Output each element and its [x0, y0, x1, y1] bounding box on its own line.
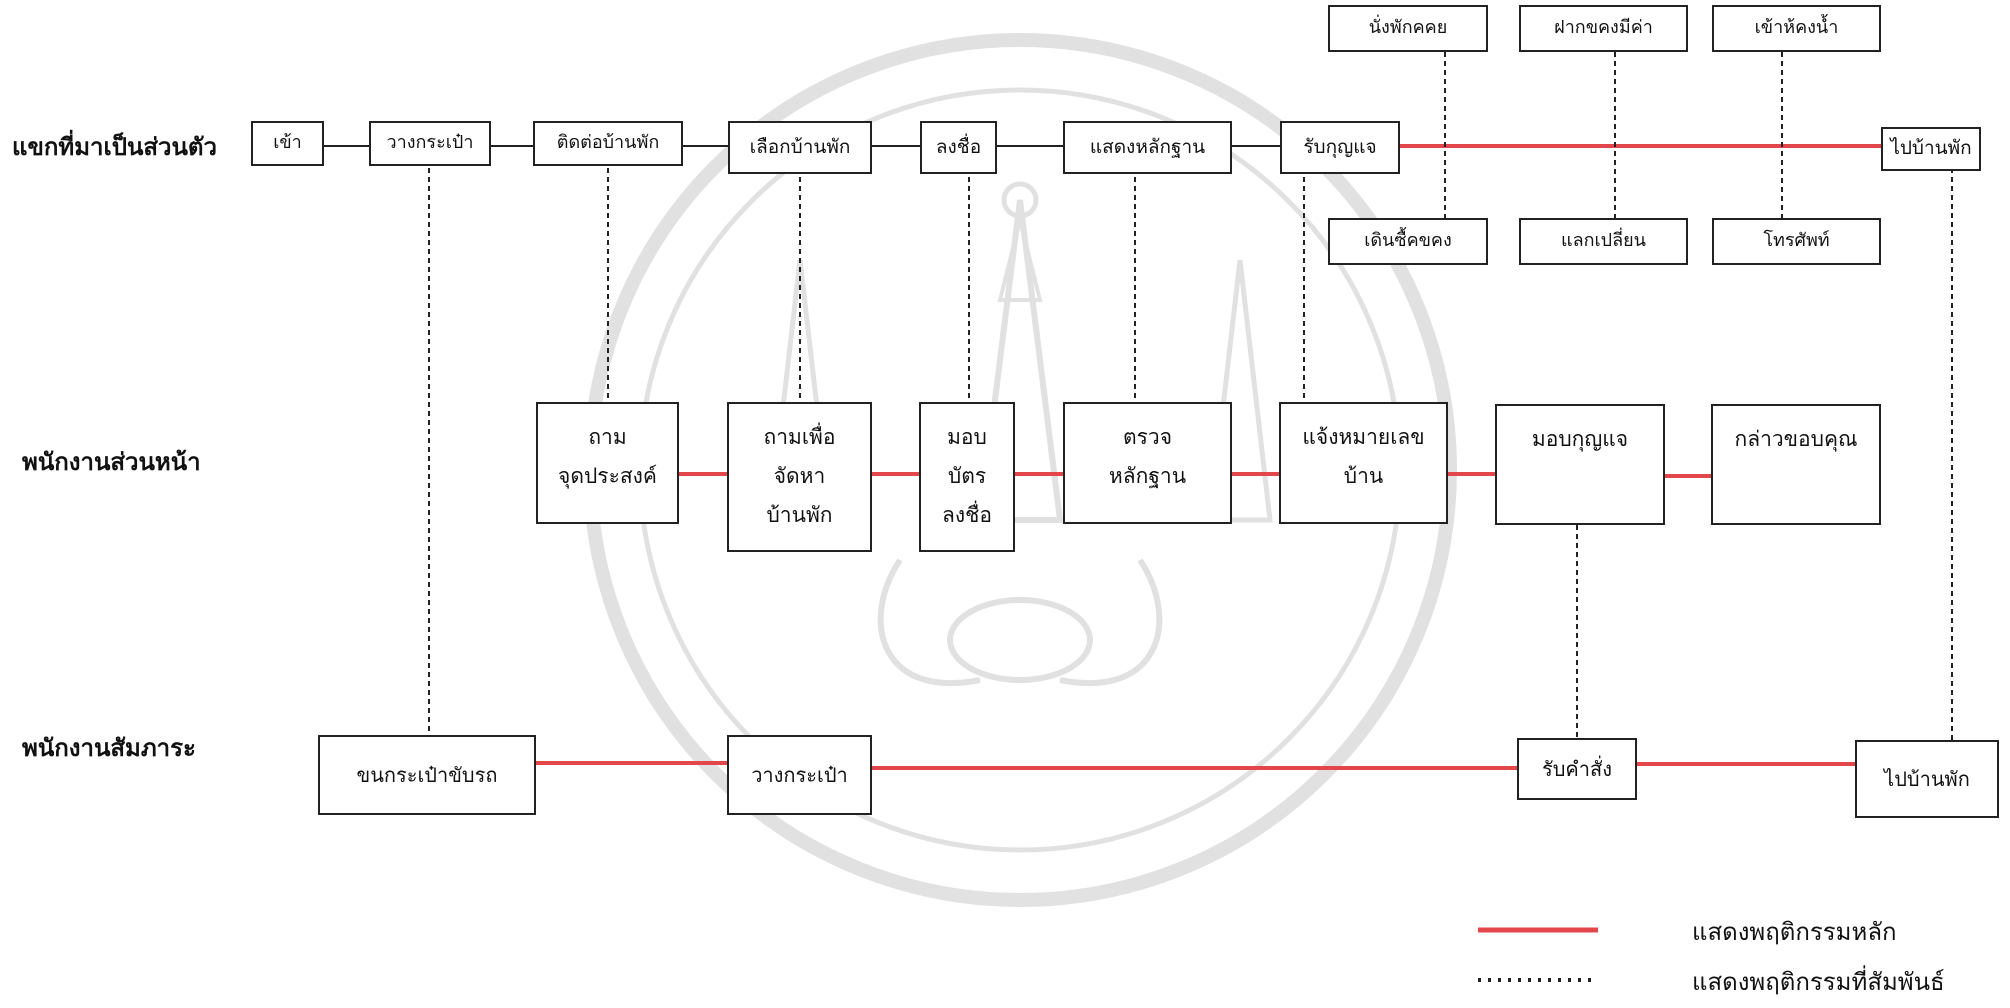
front-step-notify-line1: แจ้งหมายเลข: [1302, 425, 1425, 449]
bell-step-place-bag: วางกระเป๋า: [727, 735, 872, 815]
front-step-card-line1: มอบ: [947, 425, 987, 449]
front-step-ask-purpose: ถาม จุดประสงค์: [536, 402, 679, 524]
lane-label-guest: แขกที่มาเป็นส่วนตัว: [12, 133, 217, 161]
lane-label-bellhop: พนักงานสัมภาระ: [22, 734, 196, 762]
legend-related-label: แสดงพฤติกรรมที่สัมพันธ์: [1692, 968, 1945, 996]
front-step-give-key: มอบกุญแจ: [1495, 404, 1665, 525]
bell-step-receive-order: รับคำสั่ง: [1517, 738, 1637, 800]
front-step-thanks-line1: กล่าวขอบคุณ: [1734, 427, 1858, 451]
guest-option-phone: โทรศัพท์: [1712, 218, 1881, 265]
front-step-arrange-line1: ถามเพื่อ: [763, 425, 836, 449]
front-step-notify-line2: บ้าน: [1343, 463, 1384, 488]
front-step-ask-line2: จุดประสงค์: [558, 463, 657, 488]
front-step-check-line1: ตรวจ: [1122, 425, 1172, 449]
bell-step-go-house: ไปบ้านพัก: [1855, 740, 1999, 818]
front-step-check-id: ตรวจ หลักฐาน: [1063, 402, 1232, 524]
front-step-give-card: มอบ บัตร ลงชื่อ: [919, 402, 1015, 552]
guest-step-show-id: แสดงหลักฐาน: [1063, 121, 1232, 174]
guest-option-toilet: เข้าห้คงน้ำ: [1712, 5, 1881, 52]
front-step-notify-number: แจ้งหมายเลข บ้าน: [1279, 402, 1448, 524]
guest-step-enter: เข้า: [251, 121, 324, 166]
front-step-card-line3: ลงชื่อ: [942, 502, 992, 527]
guest-option-sit: นั่งพักคคย: [1328, 5, 1488, 52]
front-step-card-line2: บัตร: [947, 463, 987, 488]
guest-step-drop-bag: วางกระเป๋า: [369, 121, 491, 166]
front-step-arrange-line3: บ้านพัก: [766, 502, 833, 527]
front-step-check-line2: หลักฐาน: [1108, 463, 1187, 488]
bell-step-carry-bag: ขนกระเป๋าขับรถ: [318, 735, 536, 815]
guest-step-choose: เลือกบ้านพัก: [728, 121, 872, 174]
guest-option-exchange: แลกเปลี่ยน: [1519, 218, 1688, 265]
guest-option-shop: เดินซื้คขคง: [1328, 218, 1488, 265]
front-step-thank: กล่าวขอบคุณ: [1711, 404, 1881, 525]
front-step-ask-line1: ถาม: [588, 425, 627, 449]
legend-main-label: แสดงพฤติกรรมหลัก: [1692, 918, 1897, 946]
guest-option-deposit: ฝากขคงมีค่า: [1519, 5, 1688, 52]
related-behavior-lines: [428, 52, 1953, 740]
guest-step-get-key: รับกุญแจ: [1280, 121, 1400, 174]
guest-step-go-house: ไปบ้านพัก: [1881, 127, 1981, 171]
front-step-arrange-house: ถามเพื่อ จัดหา บ้านพัก: [727, 402, 872, 552]
lane-label-front-staff: พนักงานส่วนหน้า: [22, 448, 201, 476]
guest-step-sign: ลงชื่อ: [920, 121, 997, 174]
front-step-key-line1: มอบกุญแจ: [1531, 427, 1629, 451]
main-behavior-lines: [536, 144, 1881, 770]
guest-step-contact: ติดต่อบ้านพัก: [533, 121, 683, 166]
front-step-arrange-line2: จัดหา: [773, 463, 826, 488]
